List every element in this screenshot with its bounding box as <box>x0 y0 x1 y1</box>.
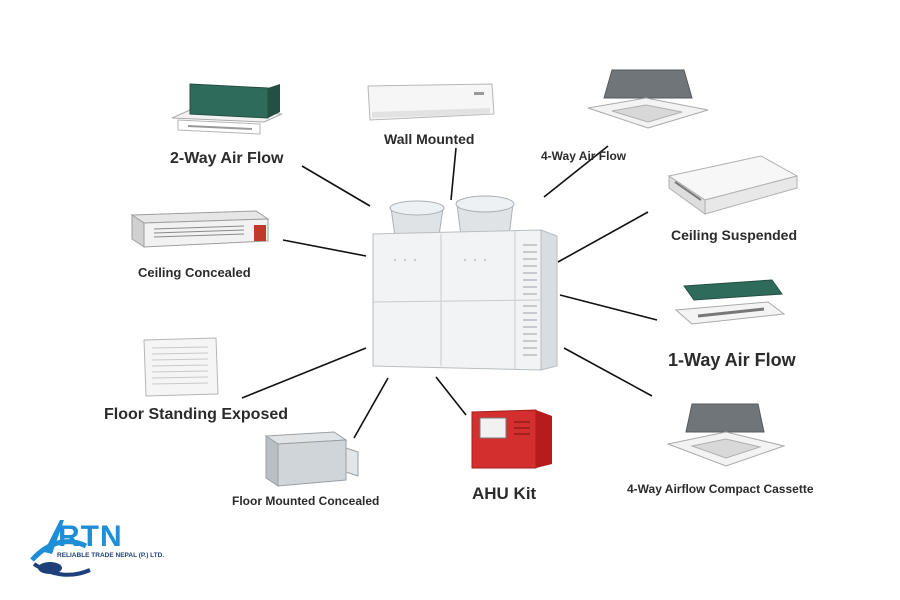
connector-four-way <box>543 145 609 198</box>
two-way-cassette-icon <box>171 83 283 135</box>
ceiling-concealed-duct-icon <box>130 210 270 248</box>
ahu-kit-icon <box>471 409 552 469</box>
ceiling-suspended-ac-icon <box>667 155 799 215</box>
four-way-label: 4-Way Air Flow <box>541 149 627 163</box>
floor-standing-ac-icon <box>143 337 219 397</box>
connector-ahu <box>435 376 467 416</box>
floor-standing-label: Floor Standing Exposed <box>104 406 289 423</box>
ahu-label: AHU Kit <box>472 484 537 503</box>
connector-floor-concealed <box>353 377 389 439</box>
connector-one-way <box>559 294 658 321</box>
ceiling-suspended-label: Ceiling Suspended <box>671 227 798 243</box>
four-way-cassette-icon <box>587 69 709 129</box>
logo-tagline: RELIABLE TRADE NEPAL (P.) LTD. <box>57 552 165 559</box>
outdoor-vrf-unit-icon <box>372 195 558 371</box>
one-way-label: 1-Way Air Flow <box>668 350 796 370</box>
floor-concealed-label: Floor Mounted Concealed <box>232 494 380 508</box>
connector-floor-standing <box>241 347 367 399</box>
connector-compact-cassette <box>563 347 653 397</box>
connector-two-way <box>301 165 371 207</box>
connector-wall <box>450 147 457 201</box>
ceiling-concealed-label: Ceiling Concealed <box>138 265 251 280</box>
floor-concealed-ac-icon <box>264 431 359 487</box>
wall-mounted-label: Wall Mounted <box>384 131 475 147</box>
connector-ceiling-suspended <box>557 211 649 263</box>
one-way-cassette-icon <box>674 279 786 325</box>
logo-name: RTN <box>58 520 123 553</box>
two-way-label: 2-Way Air Flow <box>170 150 284 167</box>
compact-cassette-label: 4-Way Airflow Compact Cassette <box>627 482 814 496</box>
compact-cassette-icon <box>666 403 786 467</box>
connector-ceiling-concealed <box>282 239 367 257</box>
rtn-logo-icon <box>30 520 91 577</box>
wall-mounted-ac-icon <box>367 83 495 121</box>
